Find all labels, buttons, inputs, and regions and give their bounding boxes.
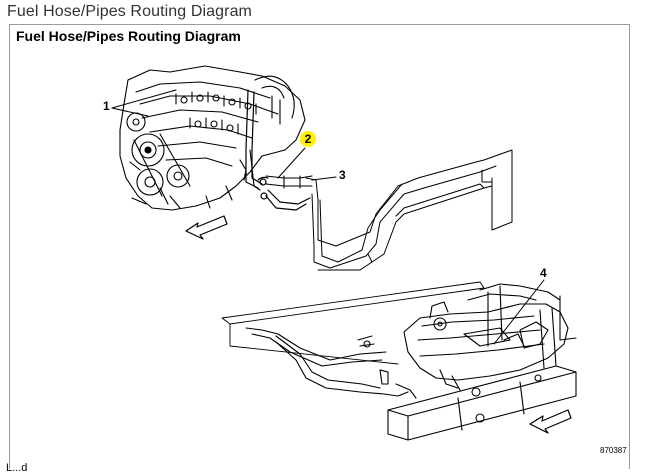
callout-4: 4: [540, 266, 547, 280]
rear-pipe-bundle: [245, 327, 417, 399]
engine-illustration: [119, 65, 306, 211]
front-arrow-lower: [529, 409, 572, 434]
page-title: Fuel Hose/Pipes Routing Diagram: [7, 3, 252, 20]
cut-off-text: L...d: [6, 462, 28, 474]
frame-rail: [387, 285, 577, 441]
callout-1: 1: [103, 99, 110, 113]
quick-connect-fitting: [265, 175, 313, 189]
front-arrow-upper: [185, 215, 228, 240]
engine-fuel-pipes: [245, 89, 311, 211]
figure-id: 870387: [600, 446, 627, 455]
front-pipe-bundle-outline: [305, 149, 513, 271]
diagram-title: Fuel Hose/Pipes Routing Diagram: [16, 28, 241, 44]
callout-1-leader: [111, 89, 177, 117]
callout-4-leader: [493, 279, 545, 345]
callout-2: 2: [300, 131, 316, 147]
diagram-frame: Fuel Hose/Pipes Routing Diagram: [9, 24, 630, 469]
callout-2-leader: [277, 147, 306, 179]
fuel-tank-assembly: [403, 283, 569, 391]
callout-3: 3: [339, 168, 346, 182]
